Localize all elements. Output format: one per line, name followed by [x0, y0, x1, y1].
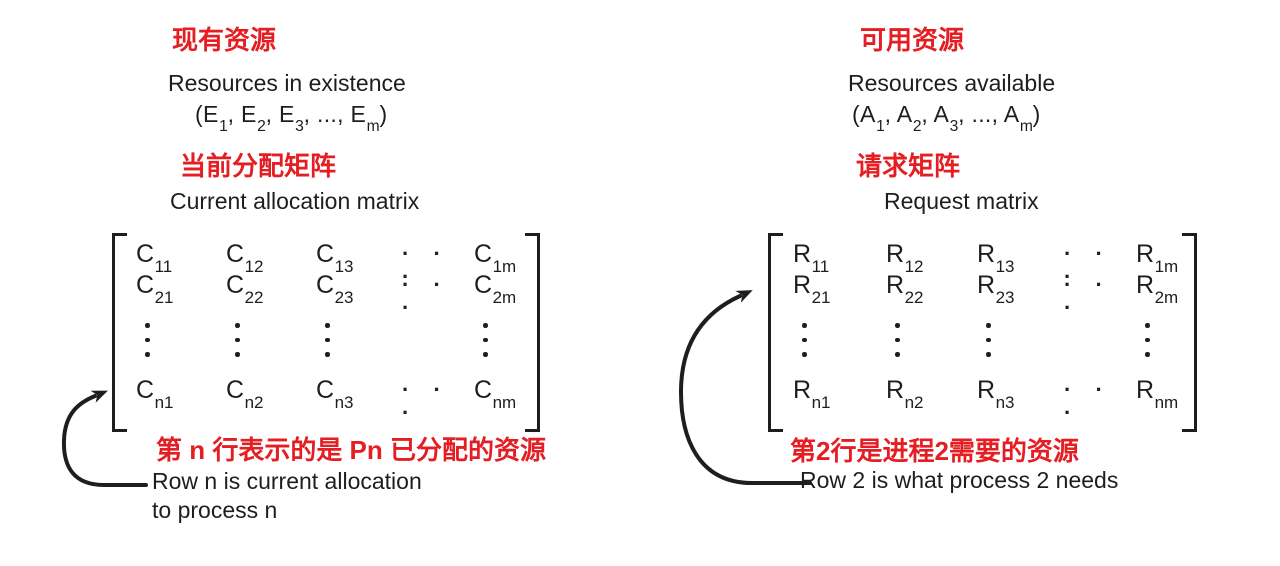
empty-cell	[402, 303, 474, 377]
subscript: 2	[257, 118, 267, 136]
matrix-cell: R13	[977, 240, 1015, 276]
ellipsis-vertical	[977, 303, 1064, 377]
text-run: )	[379, 101, 388, 127]
text-run: (A	[852, 101, 876, 127]
matrix-cell: R22	[886, 271, 924, 307]
matrix-cell: Rnm	[1136, 376, 1179, 412]
ellipsis-vertical	[1136, 303, 1216, 377]
ellipsis-horizontal: · · ·	[1064, 241, 1112, 290]
allocation-matrix-bracket-right	[525, 233, 540, 432]
matrix-cell: Rn3	[977, 376, 1015, 412]
matrix-cell: Rn1	[793, 376, 831, 412]
matrix-cell: R11	[793, 240, 830, 276]
matrix-cell: C11	[136, 240, 173, 276]
text-run: , ..., E	[303, 101, 367, 127]
ellipsis-vertical	[226, 303, 316, 377]
existence-vector: (E1, E2, E3, ..., Em)	[195, 101, 388, 136]
available-resources-label-en: Resources available	[848, 70, 1056, 96]
ellipsis-vertical	[474, 303, 554, 377]
available-vector: (A1, A2, A3, ..., Am)	[852, 101, 1041, 136]
matrix-cell: Cn1	[136, 376, 174, 412]
text-run: , E	[265, 101, 295, 127]
ellipsis-vertical	[793, 303, 886, 377]
existing-resources-label-en: Resources in existence	[168, 70, 406, 96]
text-run: , E	[227, 101, 257, 127]
matrix-cell: R1m	[1136, 240, 1179, 276]
matrix-cell: C1m	[474, 240, 517, 276]
ellipsis-vertical	[316, 303, 402, 377]
subscript: 1	[876, 118, 886, 136]
ellipsis-horizontal: · · ·	[402, 377, 450, 426]
text-run: , A	[921, 101, 950, 127]
matrix-cell: Cn2	[226, 376, 264, 412]
matrix-cell: R12	[886, 240, 924, 276]
ellipsis-vertical	[136, 303, 226, 377]
empty-cell	[1064, 303, 1136, 377]
subscript: 3	[949, 118, 959, 136]
request-matrix-label-zh: 请求矩阵	[856, 151, 961, 181]
matrix-cell: C2m	[474, 271, 517, 307]
available-resources-label-zh: 可用资源	[860, 25, 965, 55]
ellipsis-horizontal: · · ·	[1064, 272, 1112, 321]
arrow-to-row-n	[61, 390, 148, 487]
request-matrix-bracket-left	[768, 233, 783, 432]
ellipsis-vertical	[886, 303, 977, 377]
request-matrix-label-en: Request matrix	[884, 188, 1039, 214]
row-2-note-en: Row 2 is what process 2 needs	[800, 467, 1119, 493]
subscript: 2	[912, 118, 922, 136]
matrix-cell: R21	[793, 271, 831, 307]
subscript: m	[1019, 118, 1034, 136]
matrix-cell: C21	[136, 271, 174, 307]
matrix-cell: C22	[226, 271, 264, 307]
ellipsis-horizontal: · · ·	[1064, 377, 1112, 426]
allocation-matrix-bracket-left	[112, 233, 127, 432]
matrix-cell: Rn2	[886, 376, 924, 412]
text-run: , ..., A	[958, 101, 1020, 127]
matrix-cell: C12	[226, 240, 264, 276]
ellipsis-horizontal: · · ·	[402, 241, 450, 290]
subscript: 1	[219, 118, 229, 136]
text-run: )	[1032, 101, 1041, 127]
existing-resources-label-zh: 现有资源	[172, 25, 277, 55]
row-2-note-zh: 第2行是进程2需要的资源	[790, 436, 1079, 466]
ellipsis-horizontal: · · ·	[402, 272, 450, 321]
subscript: m	[366, 118, 380, 136]
row-n-note-en-line1: Row n is current allocation	[152, 468, 422, 494]
matrix-cell: R2m	[1136, 271, 1179, 307]
allocation-matrix-label-zh: 当前分配矩阵	[180, 151, 337, 181]
row-n-note-zh: 第 n 行表示的是 Pn 已分配的资源	[156, 435, 547, 465]
text-run: , A	[884, 101, 913, 127]
text-run: (E	[195, 101, 219, 127]
request-matrix-bracket-right	[1182, 233, 1197, 432]
allocation-matrix-label-en: Current allocation matrix	[170, 188, 420, 214]
matrix-cell: R23	[977, 271, 1015, 307]
matrix-cell: C23	[316, 271, 354, 307]
row-n-note-en-line2: to process n	[152, 497, 278, 523]
matrix-cell: Cnm	[474, 376, 517, 412]
matrix-cell: C13	[316, 240, 354, 276]
matrix-cell: Cn3	[316, 376, 354, 412]
subscript: 3	[295, 118, 305, 136]
